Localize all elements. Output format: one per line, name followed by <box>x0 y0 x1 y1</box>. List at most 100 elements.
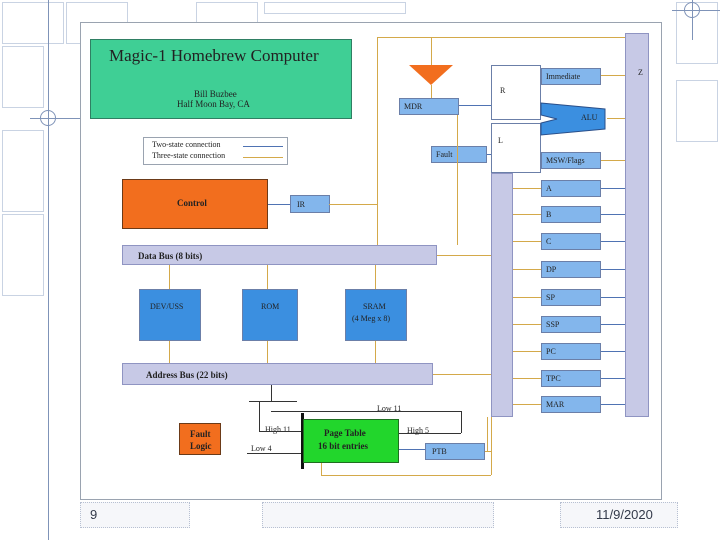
wire <box>601 188 625 189</box>
wire <box>601 324 625 325</box>
control-block: Control <box>122 179 268 229</box>
mdr-register: MDR <box>399 98 459 115</box>
decor-ring <box>40 110 56 126</box>
sram-size-label: (4 Meg x 8) <box>352 314 390 323</box>
wire <box>601 404 625 405</box>
data-bus-label: Data Bus (8 bits) <box>138 251 203 261</box>
footer-box <box>262 502 494 528</box>
wire <box>601 378 625 379</box>
register-label: PC <box>546 347 556 356</box>
z-label: Z <box>638 68 643 77</box>
wire <box>271 411 461 412</box>
wire <box>431 37 432 65</box>
wire <box>399 433 461 434</box>
msw-label: MSW/Flags <box>546 156 585 165</box>
wire <box>513 188 541 189</box>
decor-square <box>2 46 44 108</box>
decor-square <box>264 2 406 14</box>
fault-logic-block: Fault Logic <box>179 423 221 455</box>
wire <box>267 265 268 289</box>
fault-register-label: Fault <box>436 150 453 159</box>
control-label: Control <box>177 198 207 208</box>
wire <box>301 413 304 469</box>
register-pc: PC <box>541 343 601 360</box>
register-label: SSP <box>546 320 560 329</box>
wire <box>375 265 376 289</box>
page-number: 9 <box>90 507 98 522</box>
wire <box>377 37 378 245</box>
ir-label: IR <box>297 200 305 209</box>
wire <box>601 269 625 270</box>
wire <box>601 241 625 242</box>
fault-logic-label: Fault <box>190 429 211 439</box>
wire <box>487 154 491 155</box>
wire <box>513 269 541 270</box>
wire <box>321 475 491 476</box>
page-table-label: Page Table <box>324 428 366 438</box>
legend-three-state: Three-state connection <box>152 151 226 160</box>
legend-line-three <box>243 157 283 158</box>
wire <box>601 160 625 161</box>
register-label: MAR <box>546 400 565 409</box>
wire <box>513 214 541 215</box>
ptb-register: PTB <box>425 443 485 460</box>
author-location: Half Moon Bay, CA <box>177 99 250 109</box>
wire <box>271 385 272 401</box>
wire <box>377 37 625 38</box>
decor-line <box>30 118 84 119</box>
wire <box>487 417 488 451</box>
register-tpc: TPC <box>541 370 601 387</box>
data-bus: Data Bus (8 bits) <box>122 245 437 265</box>
register-mar: MAR <box>541 396 601 413</box>
footer-box <box>560 502 678 528</box>
wire <box>431 85 432 98</box>
wire <box>433 374 491 375</box>
decor-square <box>676 80 718 142</box>
register-sp: SP <box>541 289 601 306</box>
r-label: R <box>500 86 506 95</box>
rom-block: ROM <box>242 289 298 341</box>
register-label: C <box>546 237 552 246</box>
z-bus: Z <box>625 33 649 417</box>
alu-label: ALU <box>581 113 598 122</box>
wire <box>259 431 301 432</box>
ir-register: IR <box>290 195 330 213</box>
decor-ring <box>684 2 700 18</box>
legend-two-state: Two-state connection <box>152 140 221 149</box>
mux-shape <box>409 65 453 85</box>
slide-date: 11/9/2020 <box>596 507 653 522</box>
cpu-diagram: Magic-1 Homebrew Computer Bill Buzbee Ha… <box>80 22 662 500</box>
l-register: L <box>491 123 541 173</box>
wire <box>457 115 458 245</box>
decor-square <box>2 2 64 44</box>
decor-square <box>2 130 44 212</box>
wire <box>513 241 541 242</box>
wire <box>249 401 297 402</box>
ptb-label: PTB <box>432 447 447 456</box>
wire <box>461 411 462 433</box>
wire <box>601 297 625 298</box>
register-label: B <box>546 210 552 219</box>
high5-label: High 5 <box>407 426 429 435</box>
address-bus: Address Bus (22 bits) <box>122 363 433 385</box>
wire <box>513 378 541 379</box>
sram-block: SRAM (4 Meg x 8) <box>345 289 407 341</box>
msw-register: MSW/Flags <box>541 152 601 169</box>
decor-line <box>692 0 693 40</box>
wire <box>607 118 625 119</box>
r-register: R <box>491 65 541 120</box>
wire <box>259 401 260 431</box>
register-label: TPC <box>546 374 561 383</box>
wire <box>513 351 541 352</box>
low4-label: Low 4 <box>251 444 272 453</box>
dev-uss-label: DEV/USS <box>150 302 184 311</box>
wire <box>329 204 377 205</box>
register-a: A <box>541 180 601 197</box>
page-table-entries: 16 bit entries <box>318 441 368 451</box>
wire <box>485 451 491 452</box>
wire <box>601 75 625 76</box>
wire <box>399 449 425 450</box>
legend-box: Two-state connection Three-state connect… <box>143 137 288 165</box>
wire <box>513 324 541 325</box>
footer-box <box>80 502 190 528</box>
